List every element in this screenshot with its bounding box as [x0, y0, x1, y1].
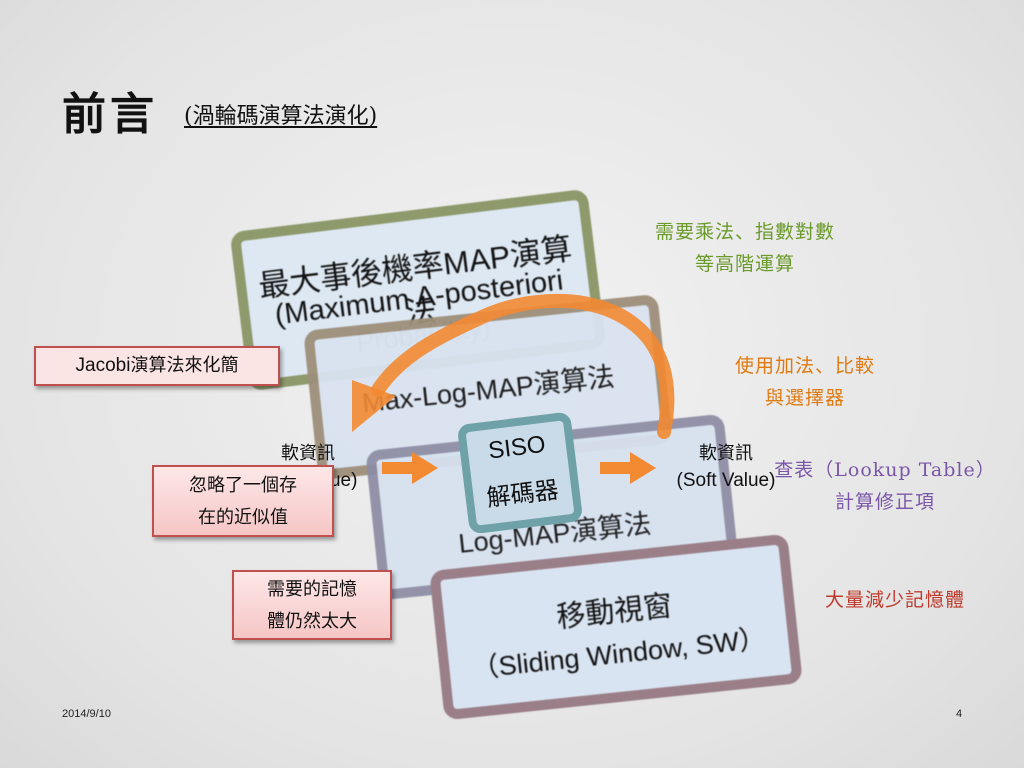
callout-memory-line1: 需要的記憶: [267, 579, 357, 600]
note-add-compare-line2: 與選擇器: [764, 387, 845, 409]
note-add-compare-line1: 使用加法、比較: [734, 355, 875, 377]
note-multiply-line2: 等高階運算: [694, 253, 795, 275]
callout-jacobi-en: Jacobi: [75, 355, 131, 376]
input-arrow-head: [412, 452, 438, 484]
callout-ignore-approximation: 忽略了一個存 在的近似值: [152, 465, 334, 537]
callout-memory-line2: 體仍然太大: [267, 611, 357, 632]
footer-date: 2014/9/10: [62, 708, 111, 720]
curved-arrow-shaft: [371, 294, 675, 439]
note-multiply-line1: 需要乘法、指數對數: [654, 221, 835, 243]
callout-ignore-line2: 在的近似值: [198, 507, 288, 528]
note-lookup-table: 查表（Lookup Table） 計算修正項: [750, 454, 1020, 518]
output-soft-value-en: (Soft Value): [676, 470, 776, 491]
page-subtitle: (渦輪碼演算法演化): [184, 104, 378, 129]
note-reduce-memory: 大量減少記憶體: [824, 589, 965, 611]
input-soft-value-zh: 軟資訊: [281, 443, 335, 464]
callout-memory-too-large: 需要的記憶 體仍然太大: [232, 570, 392, 640]
output-soft-value: 軟資訊 (Soft Value): [652, 440, 800, 494]
note-add-compare: 使用加法、比較 與選擇器: [700, 350, 910, 414]
footer-page-number: 4: [956, 708, 963, 720]
curved-arrow-head: [352, 380, 396, 432]
note-lookup-line2: 計算修正項: [834, 491, 935, 513]
callout-ignore-line1: 忽略了一個存: [189, 475, 297, 496]
output-arrow-head: [630, 452, 656, 484]
input-arrow-shaft: [382, 462, 414, 474]
callout-jacobi-zh: 演算法來化簡: [130, 355, 239, 376]
output-soft-value-zh: 軟資訊: [699, 443, 753, 464]
page-title: 前言: [62, 89, 158, 140]
output-arrow-shaft: [600, 462, 632, 474]
note-lookup-line1: 查表（Lookup Table）: [774, 459, 996, 481]
callout-jacobi: Jacobi演算法來化簡: [34, 346, 280, 386]
note-multiply: 需要乘法、指數對數 等高階運算: [620, 216, 870, 280]
